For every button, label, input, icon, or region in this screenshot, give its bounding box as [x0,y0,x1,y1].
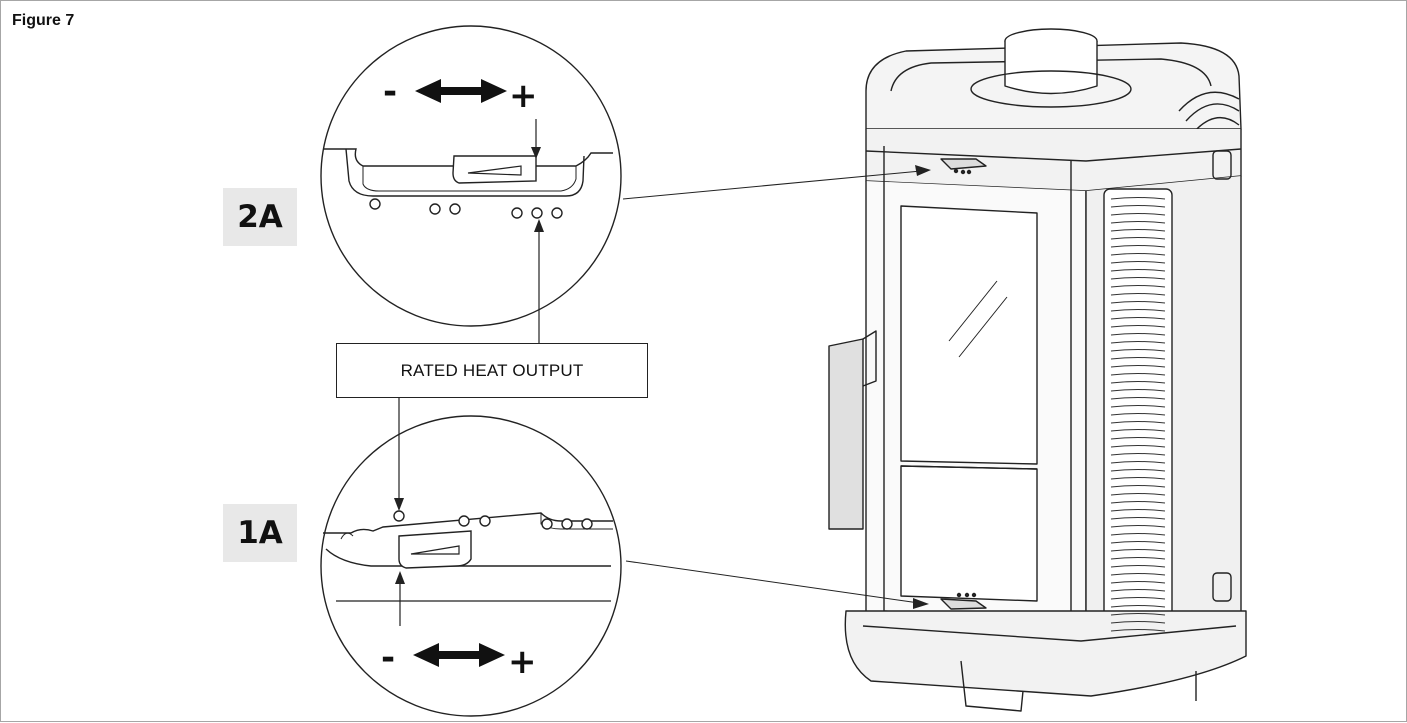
louvre-slat [1110,341,1166,344]
detail-circle-2a [320,25,622,343]
louvre-slat [1110,309,1166,312]
louvre-slat [1110,453,1166,456]
louvre-slat [1110,261,1166,264]
louvre-slat [1110,229,1166,232]
louvre-slat [1110,541,1166,544]
louvre-slat [1110,301,1166,304]
louvre-slat [1110,597,1166,600]
louvre-slat [1110,589,1166,592]
louvre-slat [1110,349,1166,352]
louvre-slat [1110,197,1166,200]
louvre-slat [1110,373,1166,376]
figure-title: Figure 7 [12,12,75,29]
leader-lines [622,170,922,604]
louvre-slat [1110,501,1166,504]
louvre-slat [1110,413,1166,416]
louvre-slat [1110,469,1166,472]
louvre-slat [1110,365,1166,368]
louvre-slat [1110,493,1166,496]
arrow-down-icon [394,498,404,511]
louvre-slat [1110,397,1166,400]
detail-tag-2a: 2A [223,188,297,246]
arrow-down-icon [531,147,541,159]
louvre-slat [1110,221,1166,224]
louvre-slat [1110,325,1166,328]
louvre-slat [1110,549,1166,552]
louvre-slat [1110,285,1166,288]
louvre-slat [1110,517,1166,520]
louvre-slat [1110,533,1166,536]
louvre-slat [1110,237,1166,240]
double-arrow-icon [413,643,505,667]
louvre-slat [1110,461,1166,464]
louvre-slat [1110,317,1166,320]
louvre-slat [1110,357,1166,360]
double-arrow-icon [415,79,507,103]
louvre-slat [1110,437,1166,440]
louvre-slat [1110,269,1166,272]
louvre-slat [1110,245,1166,248]
stove-illustration [828,28,1247,712]
minus-sign-1a: - [381,638,395,678]
louvre-slat [1110,477,1166,480]
louvre-slat [1110,213,1166,216]
rated-heat-output-callout: RATED HEAT OUTPUT [336,343,648,398]
louvre-slat [1110,485,1166,488]
louvre-slat [1110,421,1166,424]
detail-tag-1a: 1A [223,504,297,562]
minus-sign-2a: - [383,72,397,112]
detail-circle-1a [320,398,622,717]
louvre-slat [1110,333,1166,336]
louvre-slat [1110,557,1166,560]
plus-sign-2a: + [509,76,538,116]
louvre-slat [1110,381,1166,384]
louvre-slat [1110,565,1166,568]
louvre-slat [1110,429,1166,432]
louvre-slat [1110,253,1166,256]
louvre-slat [1110,509,1166,512]
louvre-slat [1110,205,1166,208]
louvre-slat [1110,445,1166,448]
louvre-slat [1110,293,1166,296]
leader-arrowheads [913,165,931,609]
louvre-slat [1110,389,1166,392]
louvre-slat [1110,525,1166,528]
louvre-slat [1110,613,1166,616]
louvre-slat [1110,605,1166,608]
louvre-slat [1110,629,1166,632]
arrow-up-icon [395,571,405,584]
louvre-slat [1110,405,1166,408]
arrow-up-icon [534,219,544,232]
louvre-slat [1110,573,1166,576]
louvre-slat [1110,621,1166,624]
louvre-slat [1110,581,1166,584]
louvre-slat [1110,277,1166,280]
louvre-slats [1110,197,1166,632]
plus-sign-1a: + [508,642,537,682]
